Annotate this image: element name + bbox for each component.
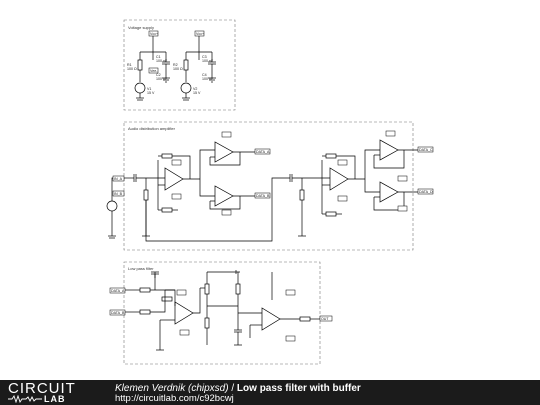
audio-distribution-section: Audio distribution amplifier IN_A IN_B bbox=[106, 121, 434, 251]
logo-waveform-icon bbox=[8, 395, 42, 403]
data-d-port bbox=[417, 188, 434, 195]
r1-resistor bbox=[137, 59, 143, 71]
author-name[interactable]: Klemen Verdnik (chipxsd) bbox=[115, 383, 229, 394]
voltage-supply-box bbox=[123, 19, 236, 111]
low-pass-title: Low pass filter bbox=[128, 266, 154, 271]
voltage-supply-title: Voltage supply bbox=[128, 25, 154, 30]
vcc-port-2 bbox=[194, 30, 205, 37]
in-b-port bbox=[112, 190, 125, 197]
circuit-title-line: Klemen Verdnik (chipxsd) / Low pass filt… bbox=[115, 383, 361, 394]
lpf-data-b-port bbox=[109, 309, 126, 316]
opamp-oa8 bbox=[261, 307, 281, 331]
vcc-port bbox=[148, 30, 159, 37]
data-b-port bbox=[254, 192, 271, 199]
opamp-oa2 bbox=[214, 141, 234, 163]
in-b-label: IN_B bbox=[114, 192, 123, 196]
v1-source bbox=[134, 82, 146, 94]
title-separator: / bbox=[228, 383, 237, 394]
data-a-port bbox=[254, 148, 271, 155]
data-b-label: DATA_B bbox=[256, 194, 270, 198]
lpf-data-a-label: DATA_A bbox=[111, 289, 125, 293]
opamp-oa1 bbox=[164, 167, 184, 191]
data-c-label: DATA_C bbox=[419, 148, 433, 152]
opamp-oa6 bbox=[379, 181, 399, 203]
audio-distribution-box bbox=[123, 121, 414, 251]
audio-distribution-title: Audio distribution amplifier bbox=[128, 126, 176, 131]
opamp-oa7 bbox=[174, 301, 194, 325]
out-port bbox=[319, 315, 333, 322]
vee-port-label: Vee- bbox=[150, 69, 158, 73]
r2-resistor bbox=[183, 59, 189, 71]
lpf-data-b-label: DATA_B bbox=[111, 311, 125, 315]
low-pass-filter-section: Low pass filter DATA_A DATA_B bbox=[109, 261, 333, 365]
out-label: OUT bbox=[321, 317, 329, 321]
circuit-url[interactable]: http://circuitlab.com/c92bcwj bbox=[115, 393, 234, 404]
vee-port bbox=[148, 67, 159, 74]
data-c-port bbox=[417, 146, 434, 153]
low-pass-box bbox=[123, 261, 321, 365]
vcc-port-label: Vcc+ bbox=[150, 32, 158, 36]
opamp-oa4 bbox=[329, 167, 349, 191]
data-d-label: DATA_D bbox=[419, 190, 433, 194]
vcc-port-2-label: Vcc+ bbox=[196, 32, 204, 36]
circuit-name[interactable]: Low pass filter with buffer bbox=[236, 383, 361, 394]
logo-text-bottom: LAB bbox=[44, 394, 66, 404]
footer-bar: CIRCUIT LAB Klemen Verdnik (chipxsd) / L… bbox=[0, 380, 540, 405]
v2-source bbox=[180, 82, 192, 94]
circuitlab-logo[interactable]: CIRCUIT LAB bbox=[8, 381, 92, 404]
opamp-oa5 bbox=[379, 139, 399, 161]
logo-text-top: CIRCUIT bbox=[8, 380, 76, 397]
input-source bbox=[106, 200, 118, 212]
data-a-label: DATA_A bbox=[256, 150, 270, 154]
in-a-port bbox=[112, 175, 125, 182]
in-a-label: IN_A bbox=[114, 177, 123, 181]
opamp-oa3 bbox=[214, 185, 234, 207]
lpf-data-a-port bbox=[109, 287, 126, 294]
